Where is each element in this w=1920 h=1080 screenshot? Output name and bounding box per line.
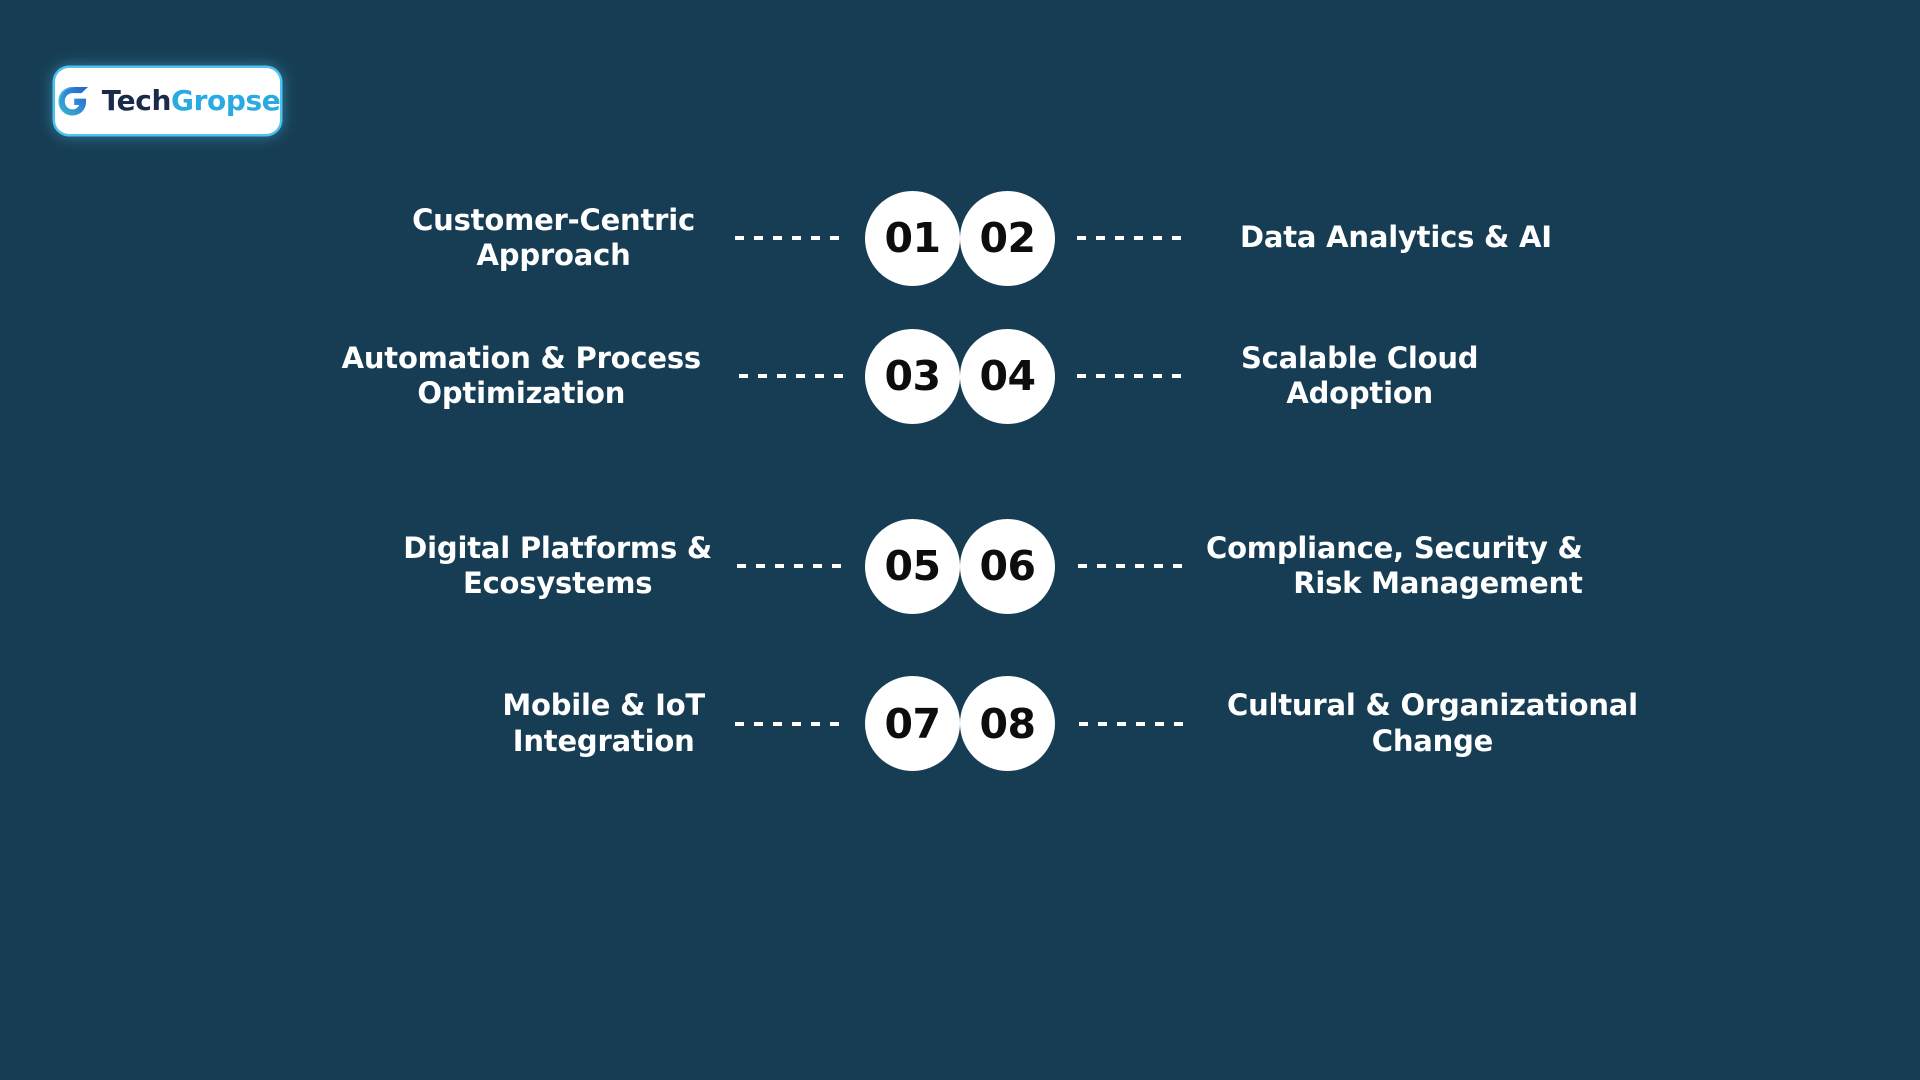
list-item[interactable]: Mobile & IoT Integration 07 [0, 676, 960, 771]
connector-dashes [1079, 721, 1187, 726]
item-number-03[interactable]: 03 [865, 328, 960, 424]
item-number-06[interactable]: 06 [960, 518, 1055, 614]
logo-wordmark: TechGropse [102, 87, 281, 115]
connector-dashes [739, 374, 851, 378]
diagram-row: Mobile & IoT Integration 07 08 Cultural … [0, 656, 1920, 791]
numbered-list-diagram: Customer-Centric Approach 01 02 Data Ana… [0, 170, 1920, 791]
list-item[interactable]: Digital Platforms & Ecosystems 05 [0, 518, 960, 614]
item-label-07: Mobile & IoT Integration [502, 688, 705, 758]
connector-dashes [1077, 236, 1185, 240]
item-label-06: Compliance, Security & Risk Management [1206, 530, 1583, 600]
connector-dashes [1077, 374, 1189, 378]
list-item[interactable]: 06 Compliance, Security & Risk Managemen… [960, 518, 1920, 614]
item-number-01[interactable]: 01 [865, 190, 960, 286]
connector-dashes [737, 564, 845, 568]
logo-word-first: Tech [101, 84, 172, 117]
item-number-02[interactable]: 02 [960, 190, 1055, 286]
item-label-08: Cultural & Organizational Change [1227, 688, 1638, 758]
brand-logo[interactable]: TechGropse [55, 68, 281, 134]
list-item[interactable]: Customer-Centric Approach 01 [0, 190, 960, 286]
item-number-04[interactable]: 04 [960, 328, 1055, 424]
diagram-row: Digital Platforms & Ecosystems 05 06 Com… [0, 476, 1920, 656]
logo-word-second: Gropse [171, 84, 281, 117]
connector-dashes [1078, 564, 1188, 568]
item-number-05[interactable]: 05 [865, 518, 960, 614]
list-item[interactable]: 08 Cultural & Organizational Change [960, 676, 1920, 771]
connector-dashes [735, 721, 843, 726]
list-item[interactable]: 02 Data Analytics & AI [960, 190, 1920, 286]
item-label-04: Scalable Cloud Adoption [1241, 340, 1479, 410]
item-label-03: Automation & Process Optimization [341, 340, 702, 410]
item-number-08[interactable]: 08 [960, 676, 1055, 771]
g-swirl-icon [58, 87, 88, 116]
item-number-07[interactable]: 07 [865, 676, 960, 771]
item-label-01: Customer-Centric Approach [412, 202, 695, 272]
item-label-02: Data Analytics & AI [1240, 220, 1552, 255]
diagram-row: Automation & Process Optimization 03 04 … [0, 306, 1920, 446]
list-item[interactable]: 04 Scalable Cloud Adoption [960, 328, 1920, 424]
item-label-05: Digital Platforms & Ecosystems [403, 530, 712, 600]
connector-dashes [735, 236, 843, 240]
diagram-row: Customer-Centric Approach 01 02 Data Ana… [0, 170, 1920, 306]
row-spacer [0, 446, 1920, 476]
list-item[interactable]: Automation & Process Optimization 03 [0, 328, 960, 424]
